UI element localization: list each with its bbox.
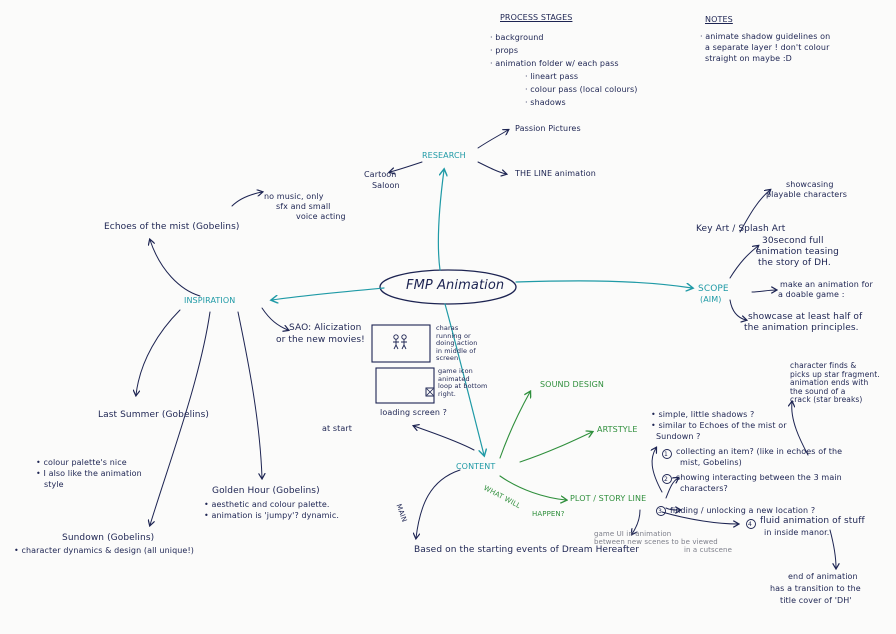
keyart: Key Art / Splash Art xyxy=(696,224,786,234)
last-summer-note: • I also like the animation xyxy=(36,469,142,478)
plot-num-1: 1 xyxy=(664,451,668,458)
artstyle-note: • simple, little shadows ? xyxy=(651,410,755,419)
branch-inspiration xyxy=(272,287,385,300)
at-start: at start xyxy=(322,424,353,433)
showcasing: showcasing xyxy=(786,180,834,189)
end-of-animation: has a transition to the xyxy=(770,584,861,593)
plot-item-3: finding / unlocking a new location ? xyxy=(670,506,816,515)
thirty-second: 30second full xyxy=(762,236,824,246)
center-title: FMP Animation xyxy=(406,278,505,293)
end-of-animation: end of animation xyxy=(788,572,858,581)
process-item: · animation folder w/ each pass xyxy=(490,59,619,68)
research-theline: THE LINE animation xyxy=(515,169,596,178)
research-passion: Passion Pictures xyxy=(515,124,581,133)
artstyle-note: Sundown ? xyxy=(656,432,701,441)
plot-item-1: mist, Gobelins) xyxy=(680,458,742,467)
plot-item-4: fluid animation of stuff xyxy=(760,516,865,526)
plot-num-3: 3 xyxy=(658,508,662,515)
golden-hour-note: • animation is 'jumpy'? dynamic. xyxy=(204,511,339,520)
golden-hour-note: • aesthetic and colour palette. xyxy=(204,500,330,509)
process-item: · shadows xyxy=(525,98,566,107)
plot-num-4: 4 xyxy=(748,521,752,528)
echoes-note: no music, only xyxy=(264,192,324,201)
research-cartoon: Cartoon xyxy=(364,170,397,179)
content-label: CONTENT xyxy=(456,462,496,471)
last-summer-note: style xyxy=(44,480,64,489)
thirty-second: the story of DH. xyxy=(758,258,831,268)
sao-note: SAO: Alicization xyxy=(289,323,362,333)
showcasing: playable characters xyxy=(766,190,847,199)
sound-design: SOUND DESIGN xyxy=(540,380,604,389)
last-summer-title: Last Summer (Gobelins) xyxy=(98,410,210,420)
sao-note: or the new movies! xyxy=(276,335,365,345)
notes-line: straight on maybe :D xyxy=(705,54,792,63)
plot-item-4: in inside manor. xyxy=(764,528,830,537)
scope-label: SCOPE xyxy=(698,284,729,294)
artstyle-note: • similar to Echoes of the mist or xyxy=(651,421,787,430)
echoes-note: voice acting xyxy=(296,212,346,221)
branch-scope xyxy=(515,280,692,288)
sundown-title: Sundown (Gobelins) xyxy=(62,533,155,543)
notes-heading: NOTES xyxy=(705,15,733,24)
center-ellipse xyxy=(379,269,517,305)
inspiration-label: INSPIRATION xyxy=(184,296,236,305)
process-item: · lineart pass xyxy=(525,72,579,81)
game-icon-box xyxy=(425,387,435,397)
make-animation: make an animation for xyxy=(780,280,873,289)
process-item: · colour pass (local colours) xyxy=(525,85,638,94)
notes-line: a separate layer ! don't colour xyxy=(705,43,830,52)
sundown-note: • character dynamics & design (all uniqu… xyxy=(14,546,194,555)
showcase-principles: showcase at least half of xyxy=(748,312,863,322)
based-on: Based on the starting events of Dream He… xyxy=(414,545,640,555)
process-item: · background xyxy=(490,33,544,42)
character-finds: character finds & picks up star fragment… xyxy=(790,361,880,404)
echoes-title: Echoes of the mist (Gobelins) xyxy=(104,222,240,232)
what-will-happen: HAPPEN? xyxy=(532,510,565,518)
research-label: RESEARCH xyxy=(422,151,466,160)
screen-box-2 xyxy=(375,367,435,404)
plot-item-1: collecting an item? (like in echoes of t… xyxy=(676,447,843,456)
branch-research xyxy=(437,170,444,271)
research-saloon: Saloon xyxy=(372,181,400,190)
screen-box-1 xyxy=(371,324,431,363)
showcase-principles: the animation principles. xyxy=(744,323,859,333)
golden-hour-title: Golden Hour (Gobelins) xyxy=(212,486,320,496)
last-summer-note: • colour palette's nice xyxy=(36,458,127,467)
echoes-note: sfx and small xyxy=(276,202,331,211)
plot-item-2: showing interacting between the 3 main xyxy=(676,473,842,482)
loading-screen: loading screen ? xyxy=(380,408,447,417)
thirty-second: animation teasing xyxy=(756,247,839,257)
process-item: · props xyxy=(490,46,519,55)
plot-item-2: characters? xyxy=(680,484,728,493)
process-heading: PROCESS STAGES xyxy=(500,13,573,22)
branch-content xyxy=(444,303,484,455)
scope-sub: (AIM) xyxy=(700,295,722,304)
plot-num-2: 2 xyxy=(664,476,668,483)
artstyle: ARTSTYLE xyxy=(597,425,638,434)
notes-line: · animate shadow guidelines on xyxy=(700,32,831,41)
make-animation: a doable game : xyxy=(778,290,845,299)
game-ui-note: game UI in animation between new scenes … xyxy=(594,530,732,554)
character-sketches xyxy=(393,334,407,350)
plot-storyline: PLOT / STORY LINE xyxy=(570,494,647,503)
end-of-animation: title cover of 'DH' xyxy=(780,596,852,605)
